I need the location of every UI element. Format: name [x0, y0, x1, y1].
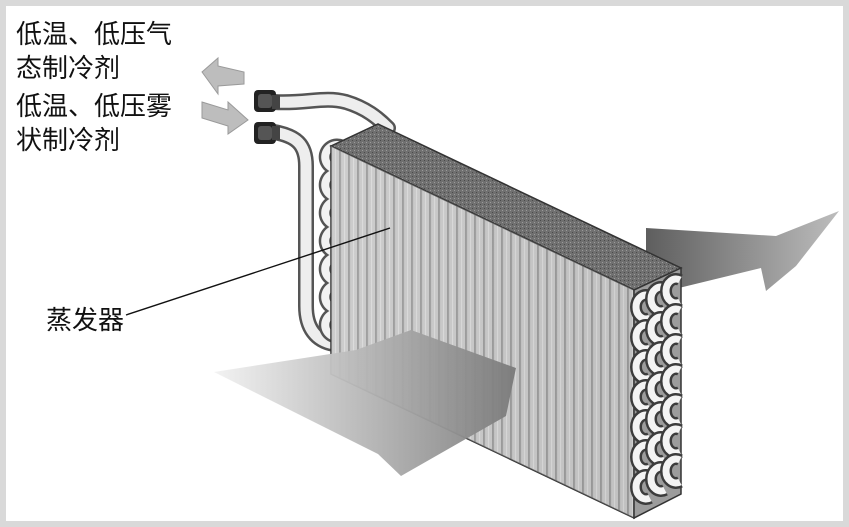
outlet-label-line2: 态制冷剂 [16, 54, 121, 84]
right-return-bends [630, 273, 683, 505]
evaporator-label: 蒸发器 [46, 306, 125, 336]
inlet-fitting [254, 122, 280, 144]
return-bend-highlight [647, 463, 667, 495]
outlet-refrigerant-label: 低温、低压气 态制冷剂 [16, 18, 172, 86]
arrow-right-icon [201, 100, 249, 135]
evaporator-leader-line [125, 227, 391, 316]
return-bend-highlight [632, 471, 652, 503]
outlet-label-line1: 低温、低压气 [16, 20, 173, 50]
airflow-in-arrow [214, 330, 516, 476]
return-bend-highlight [662, 455, 682, 487]
inlet-label-line1: 低温、低压雾 [16, 92, 173, 122]
inlet-header-pipe [266, 91, 396, 352]
evaporator-illustration [125, 56, 839, 520]
inlet-label-line2: 状制冷剂 [16, 126, 121, 156]
airflow-out-arrow [646, 211, 839, 296]
arrow-left-icon [201, 56, 245, 96]
outlet-fitting [254, 90, 280, 112]
inlet-refrigerant-label: 低温、低压雾 状制冷剂 [16, 90, 172, 158]
